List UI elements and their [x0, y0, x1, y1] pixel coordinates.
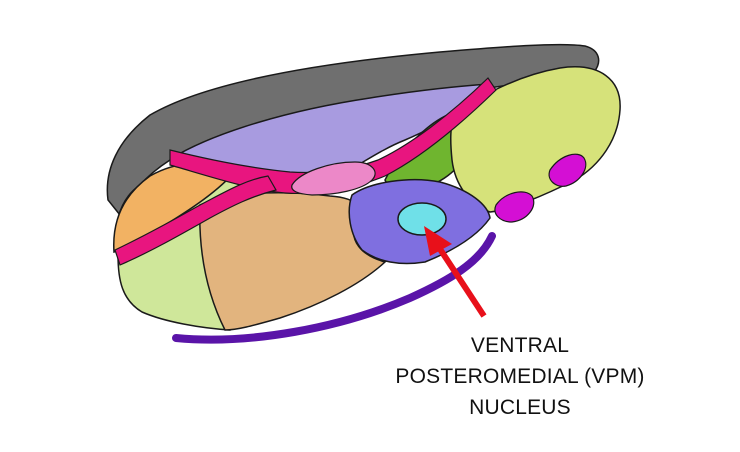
red-arrow-shaft [435, 244, 487, 318]
magenta-lamina-dorsal [169, 77, 497, 194]
medial-geniculate [548, 153, 587, 187]
lateral-geniculate [494, 191, 535, 223]
magenta-lamina-ventral [114, 175, 277, 266]
purple-ventral-band [172, 232, 496, 344]
vpm-annotation-label: VENTRAL POSTEROMEDIAL (VPM) NUCLEUS [330, 330, 710, 423]
vpm-nucleus [397, 202, 447, 236]
red-arrow-head [424, 226, 452, 256]
pink-pocket [291, 161, 376, 196]
annotation-line-3: NUCLEUS [469, 396, 571, 419]
annotation-line-1: VENTRAL [470, 334, 570, 357]
annotation-line-2: POSTEROMEDIAL (VPM) [395, 365, 645, 388]
